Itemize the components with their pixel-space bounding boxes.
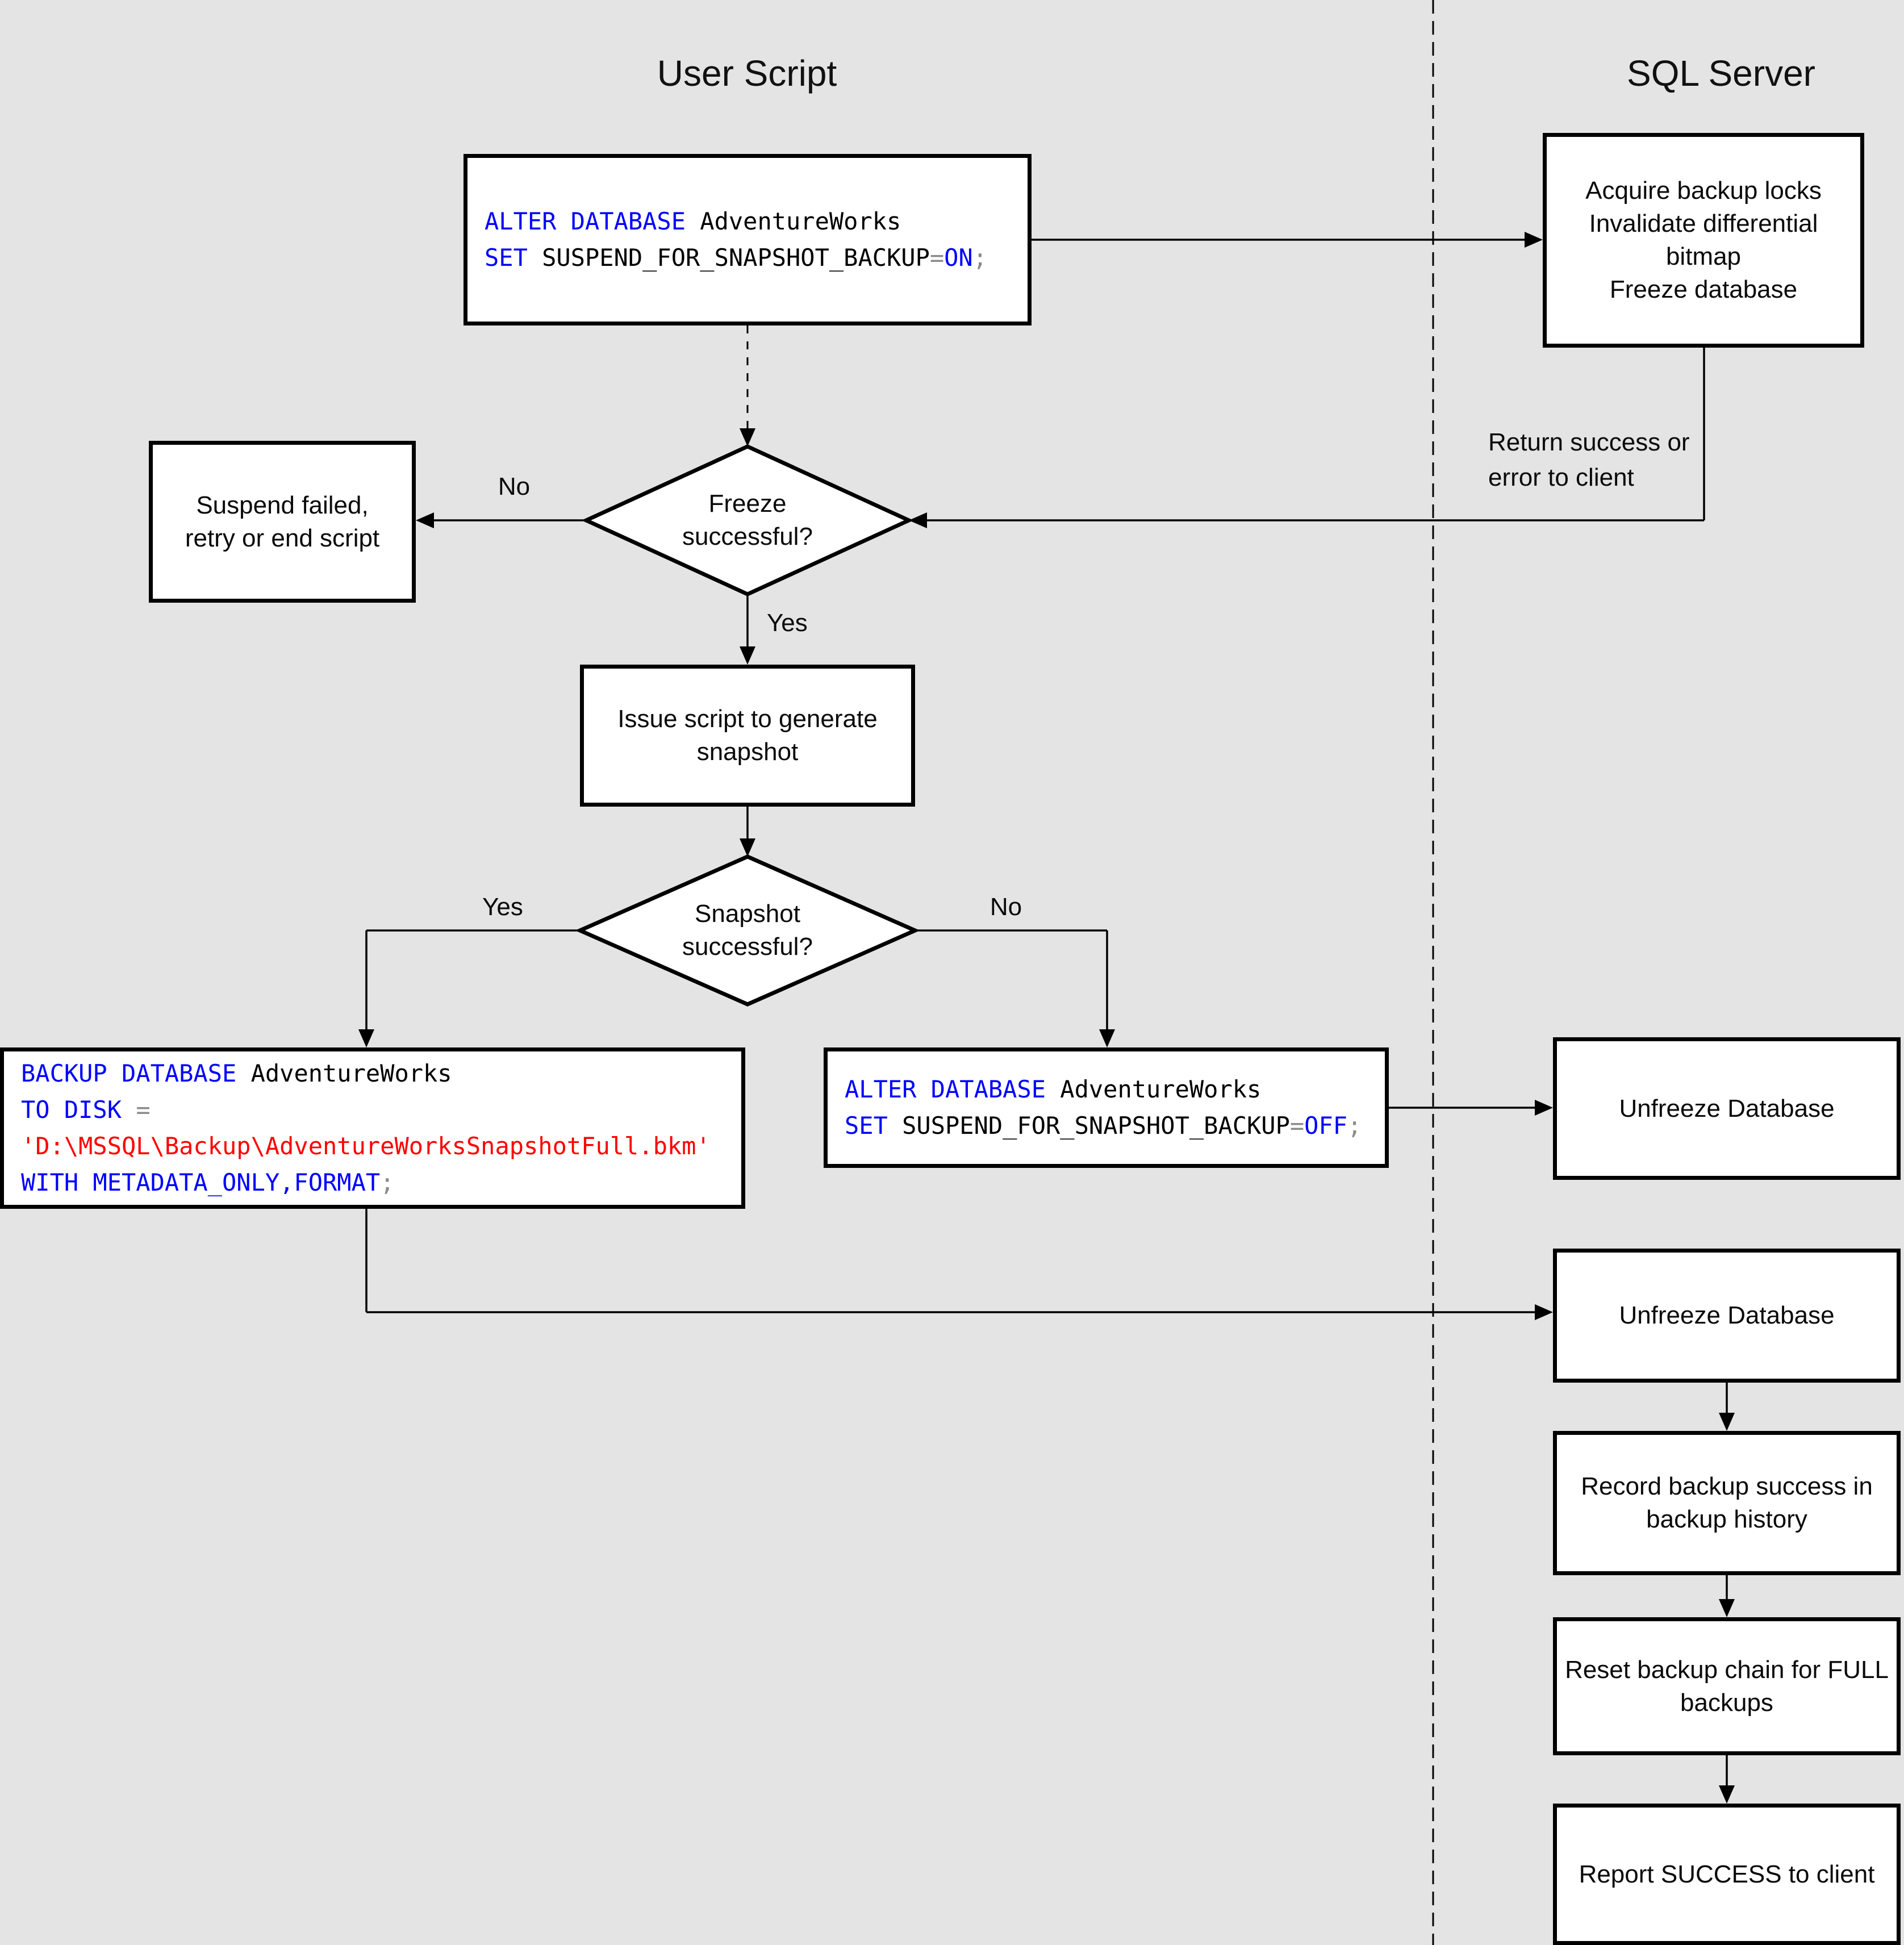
text-line: Freeze (708, 490, 787, 517)
arrowhead-down (1099, 1029, 1115, 1047)
code-token: ; (972, 244, 988, 272)
arrowhead-down (740, 428, 755, 446)
code-token (122, 1096, 136, 1124)
label-freeze-successful: Freeze successful? (634, 464, 861, 577)
node-reset-backup-chain: Reset backup chain for FULL backups (1553, 1617, 1901, 1755)
arrowhead-left (416, 512, 434, 528)
text-line: retry or end script (185, 524, 380, 552)
arrowhead-down (1719, 1599, 1735, 1617)
code-line: ALTER DATABASE AdventureWorks (845, 1071, 1261, 1108)
code-token: TO DISK (21, 1096, 122, 1124)
text-line: bitmap (1665, 243, 1742, 270)
text-line: Invalidate differential (1589, 210, 1818, 237)
text-line: Suspend failed, (196, 491, 369, 519)
code-line: ALTER DATABASE AdventureWorks (485, 203, 901, 240)
text-line: Snapshot (695, 900, 800, 928)
code-line: BACKUP DATABASE AdventureWorks (21, 1055, 452, 1092)
arrowhead-down (1719, 1413, 1735, 1431)
arrowhead-right (1525, 232, 1543, 248)
code-token: = (1289, 1112, 1305, 1140)
code-line: TO DISK = (21, 1092, 151, 1128)
text-line: Freeze database (1609, 276, 1798, 303)
text-line: successful? (682, 523, 813, 550)
code-token: ALTER DATABASE (485, 207, 686, 235)
text-line: Issue script to generate (617, 705, 878, 733)
diamond-freeze-successful (581, 444, 914, 596)
lane-title-user-script: User Script (657, 53, 837, 94)
edge-label-snapshot-no: No (989, 893, 1022, 921)
code-token: WITH METADATA_ONLY,FORMAT (21, 1168, 381, 1196)
code-line: WITH METADATA_ONLY,FORMAT; (21, 1165, 394, 1201)
code-token: = (136, 1096, 151, 1124)
code-token: ; (1347, 1112, 1362, 1140)
label-snapshot-successful: Snapshot successful? (634, 874, 861, 987)
code-token: ; (380, 1168, 395, 1196)
code-token: AdventureWorks (686, 207, 901, 235)
arrowhead-down (1719, 1785, 1735, 1804)
node-report-success: Report SUCCESS to client (1553, 1804, 1901, 1945)
code-token: SUSPEND_FOR_SNAPSHOT_BACKUP (527, 244, 930, 272)
text-line: successful? (682, 933, 813, 961)
code-token: SET (485, 244, 528, 272)
code-token: BACKUP DATABASE (21, 1059, 237, 1087)
code-token: ALTER DATABASE (845, 1075, 1046, 1103)
text-line: snapshot (696, 738, 799, 766)
text-line: Return success or (1488, 428, 1690, 456)
arrowhead-down (740, 838, 755, 857)
text-line: backup history (1646, 1505, 1807, 1533)
lane-title-sql-server: SQL Server (1627, 53, 1815, 94)
node-unfreeze-database-1: Unfreeze Database (1553, 1037, 1901, 1180)
text-line: Acquire backup locks (1585, 177, 1822, 204)
code-token: SUSPEND_FOR_SNAPSHOT_BACKUP (887, 1112, 1290, 1140)
code-token: = (929, 244, 945, 272)
text-line: Record backup success in (1581, 1472, 1873, 1500)
node-issue-script: Issue script to generate snapshot (580, 665, 915, 807)
arrowhead-right (1535, 1304, 1553, 1320)
node-unfreeze-database-2: Unfreeze Database (1553, 1249, 1901, 1383)
code-line: SET SUSPEND_FOR_SNAPSHOT_BACKUP=ON; (485, 240, 987, 276)
text-line: Unfreeze Database (1619, 1301, 1835, 1329)
text-line: Report SUCCESS to client (1579, 1860, 1875, 1888)
code-token: 'D:\MSSQL\Backup\AdventureWorksSnapshotF… (21, 1132, 711, 1160)
edge-label-snapshot-yes: Yes (482, 893, 523, 921)
code-token: AdventureWorks (1046, 1075, 1262, 1103)
edge-label-freeze-yes: Yes (767, 609, 808, 637)
arrowhead-down (358, 1029, 374, 1047)
code-line: 'D:\MSSQL\Backup\AdventureWorksSnapshotF… (21, 1128, 711, 1165)
text-line: Unfreeze Database (1619, 1094, 1835, 1122)
node-record-backup-history: Record backup success in backup history (1553, 1431, 1901, 1575)
code-token: AdventureWorks (236, 1059, 452, 1087)
text-line: Reset backup chain for FULL (1565, 1655, 1889, 1684)
label-return-success-or-error: Return success or error to client (1488, 425, 1715, 495)
arrowhead-right (1535, 1100, 1553, 1116)
code-token: OFF (1304, 1112, 1348, 1140)
node-suspend-failed: Suspend failed, retry or end script (149, 441, 416, 603)
edge-label-freeze-no: No (498, 473, 531, 500)
code-token: SET (845, 1112, 888, 1140)
text-line: backups (1680, 1688, 1773, 1717)
diamond-snapshot-successful (575, 854, 920, 1007)
text-line: error to client (1488, 464, 1634, 491)
arrowhead-left (909, 512, 927, 528)
code-line: SET SUSPEND_FOR_SNAPSHOT_BACKUP=OFF; (845, 1108, 1362, 1144)
code-token: ON (944, 244, 973, 272)
arrowhead-down (740, 646, 755, 665)
